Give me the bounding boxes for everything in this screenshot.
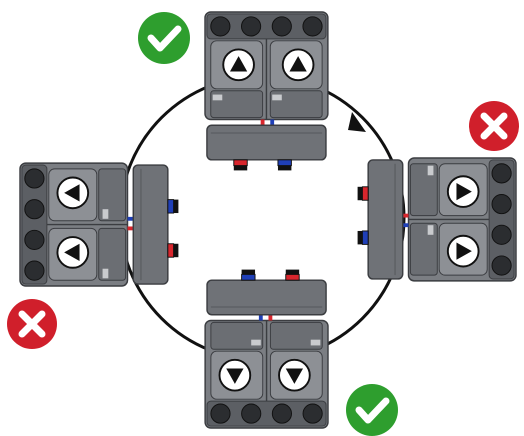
check-icon	[346, 384, 398, 436]
rotation-arrow-icon	[348, 112, 366, 132]
cross-icon	[7, 299, 57, 349]
module-left	[19, 162, 180, 287]
cross-icon	[469, 101, 519, 151]
module-bottom	[204, 268, 329, 429]
check-icon	[138, 12, 190, 64]
module-right	[356, 157, 517, 282]
module-top	[204, 11, 329, 172]
